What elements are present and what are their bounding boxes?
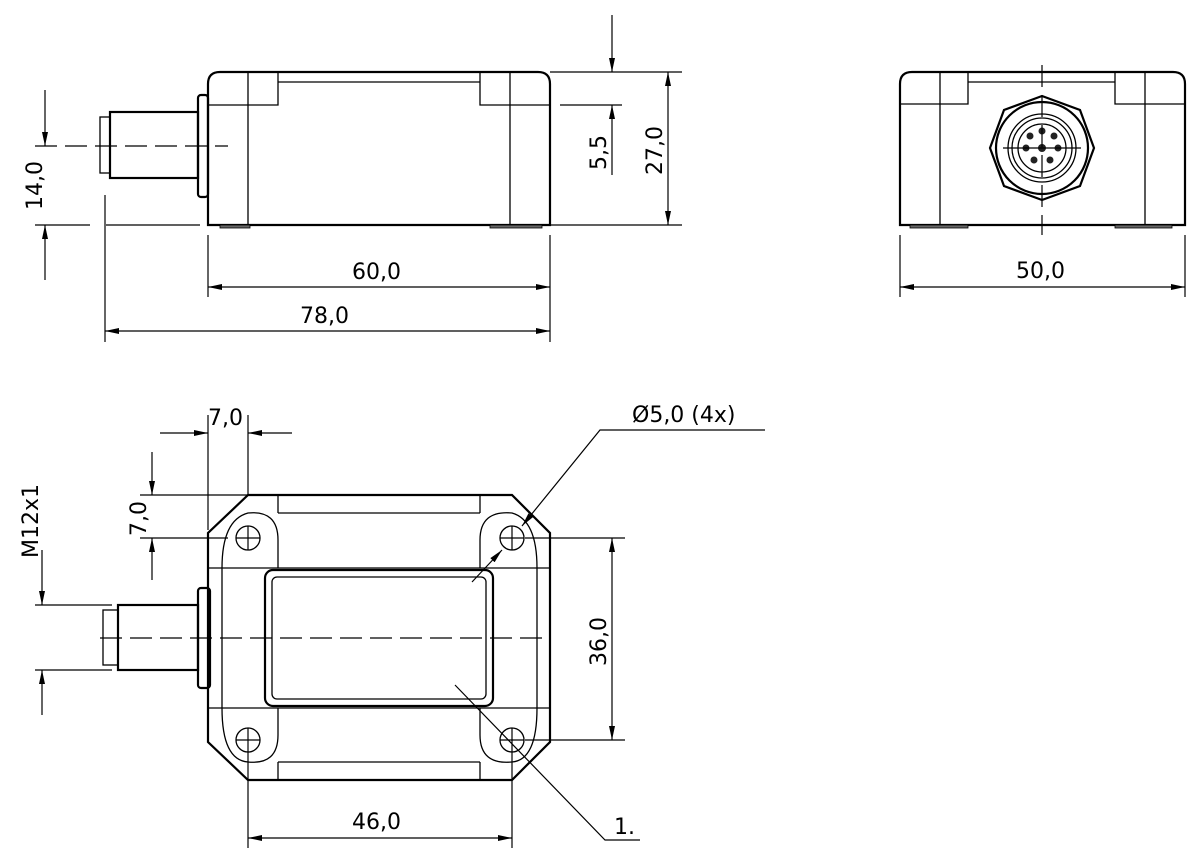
mounting-holes (235, 525, 525, 753)
dim-hole-spacing-x: 46,0 (352, 810, 401, 835)
callout-1: 1. (614, 815, 635, 840)
front-view: 50,0 (898, 65, 1187, 297)
dim-body-length: 60,0 (352, 260, 401, 285)
thread-label: M12x1 (19, 484, 44, 558)
dim-width: 50,0 (1016, 259, 1065, 284)
side-view: 14,0 5,5 27,0 60,0 78,0 (23, 15, 682, 342)
hole-label: Ø5,0 (4x) (632, 403, 735, 428)
dim-connector-height: 14,0 (23, 161, 48, 210)
dim-total-length: 78,0 (300, 304, 349, 329)
dim-hole-offset-x: 7,0 (208, 406, 243, 431)
top-view: M12x1 7,0 7,0 Ø5,0 (4x) 36,0 46,0 1. (19, 403, 765, 848)
dim-tab-height: 5,5 (587, 135, 612, 170)
dim-hole-spacing-y: 36,0 (587, 617, 612, 666)
dim-total-height: 27,0 (643, 126, 668, 175)
dim-hole-offset-y: 7,0 (127, 501, 152, 536)
